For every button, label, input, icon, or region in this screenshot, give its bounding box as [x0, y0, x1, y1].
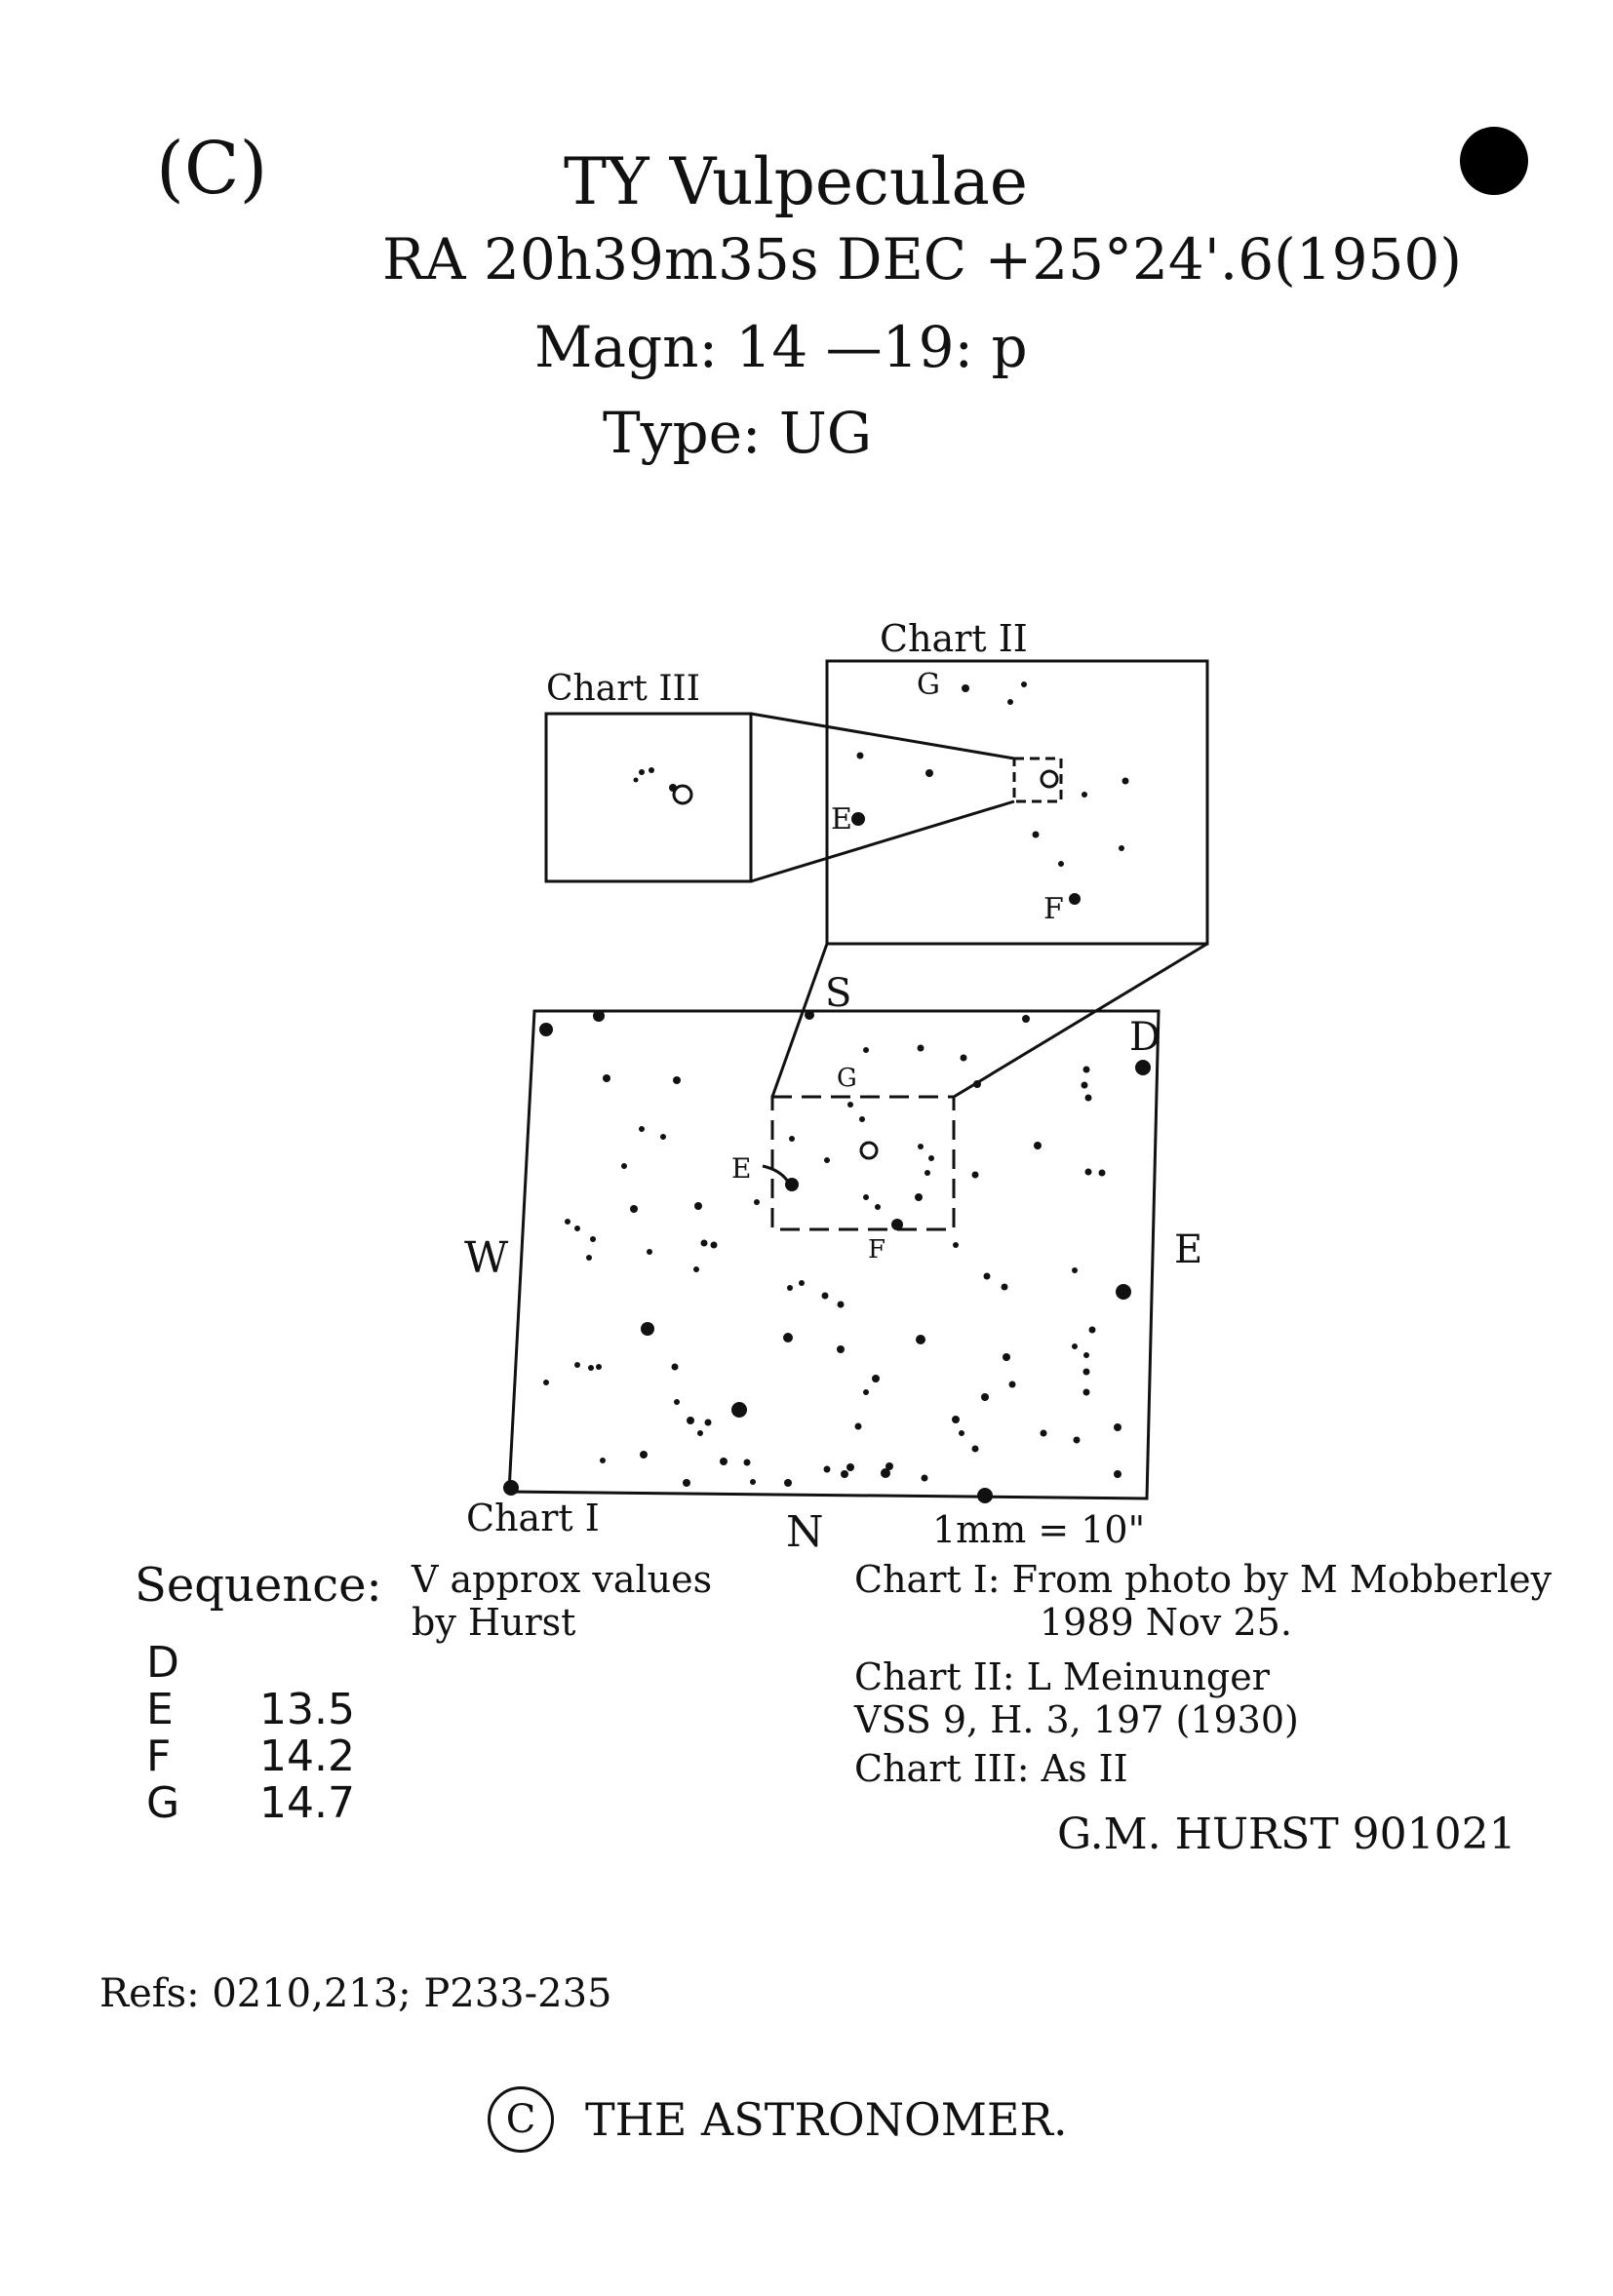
- copyright-text: THE ASTRONOMER.: [585, 2093, 1068, 2146]
- sequence-star-label: E: [146, 1685, 174, 1734]
- credit-chart-i: Chart I: From photo by M Mobberley: [854, 1558, 1553, 1601]
- star-label-f-chart-i: F: [868, 1235, 885, 1265]
- variable-star-symbol: [1040, 769, 1059, 789]
- star-label-f-chart-ii: F: [1043, 892, 1064, 926]
- filled-circle-mark: [1460, 127, 1528, 195]
- star-label-g-chart-ii: G: [917, 668, 940, 702]
- sequence-star-label: G: [146, 1778, 180, 1828]
- star-label-g-chart-i: G: [837, 1064, 857, 1093]
- connector-line: [770, 943, 829, 1098]
- direction-west: W: [464, 1233, 509, 1283]
- star-label-e-chart-ii: E: [831, 802, 852, 837]
- chart-iii-frame: [544, 712, 753, 883]
- direction-south: S: [825, 971, 851, 1016]
- connector-line: [750, 799, 1015, 883]
- chart-iii-label: Chart III: [546, 669, 700, 709]
- sequence-note: V approx values by Hurst: [412, 1558, 713, 1644]
- corner-mark: (C): [156, 127, 268, 211]
- direction-east: E: [1174, 1227, 1202, 1272]
- sequence-heading: Sequence:: [135, 1558, 382, 1613]
- credit-chart-ii-ref: VSS 9, H. 3, 197 (1930): [854, 1698, 1299, 1741]
- variable-star-symbol: [859, 1141, 879, 1160]
- author-signature: G.M. HURST 901021: [1057, 1810, 1516, 1859]
- chart-i-label: Chart I: [466, 1497, 600, 1539]
- direction-north: N: [786, 1507, 824, 1557]
- scale-label: 1mm = 10": [932, 1508, 1145, 1551]
- references: Refs: 0210,213; P233-235: [99, 1971, 612, 2016]
- sequence-star-label: D: [146, 1638, 179, 1688]
- credit-chart-ii: Chart II: L Meinunger: [854, 1655, 1270, 1698]
- variable-type: Type: UG: [603, 400, 873, 466]
- magnitude-range: Magn: 14 —19: p: [534, 314, 1028, 380]
- copyright-icon: C: [488, 2086, 554, 2153]
- chart-ii-frame: [825, 659, 1209, 946]
- chart-iii-stars: [633, 767, 677, 792]
- chart-ii-inset-frame: [1012, 757, 1063, 803]
- chart-i-stars: [503, 1010, 1151, 1503]
- chart-ii-stars: [851, 681, 1129, 905]
- variable-star-symbol: [672, 784, 693, 805]
- star-label-d: D: [1129, 1015, 1161, 1060]
- credit-chart-iii: Chart III: As II: [854, 1747, 1128, 1790]
- chart-i-frame: [507, 1009, 1161, 1500]
- star-label-e-chart-i: E: [731, 1152, 751, 1185]
- copyright-line: C THE ASTRONOMER.: [488, 2086, 1068, 2153]
- connector-line: [750, 712, 1015, 760]
- pointer-line: [762, 1164, 790, 1183]
- credit-chart-i-date: 1989 Nov 25.: [1040, 1601, 1292, 1644]
- sequence-star-magnitude: 13.5: [259, 1685, 355, 1734]
- connector-line: [953, 942, 1208, 1099]
- chart-title: TY Vulpeculae: [564, 144, 1028, 219]
- coordinates: RA 20h39m35s DEC +25°24'.6(1950): [382, 226, 1462, 292]
- sequence-star-label: F: [146, 1732, 172, 1781]
- sequence-star-magnitude: 14.2: [259, 1732, 355, 1781]
- chart-ii-label: Chart II: [880, 617, 1028, 660]
- sequence-star-magnitude: 14.7: [259, 1778, 355, 1828]
- chart-i-inset-frame: [770, 1095, 956, 1231]
